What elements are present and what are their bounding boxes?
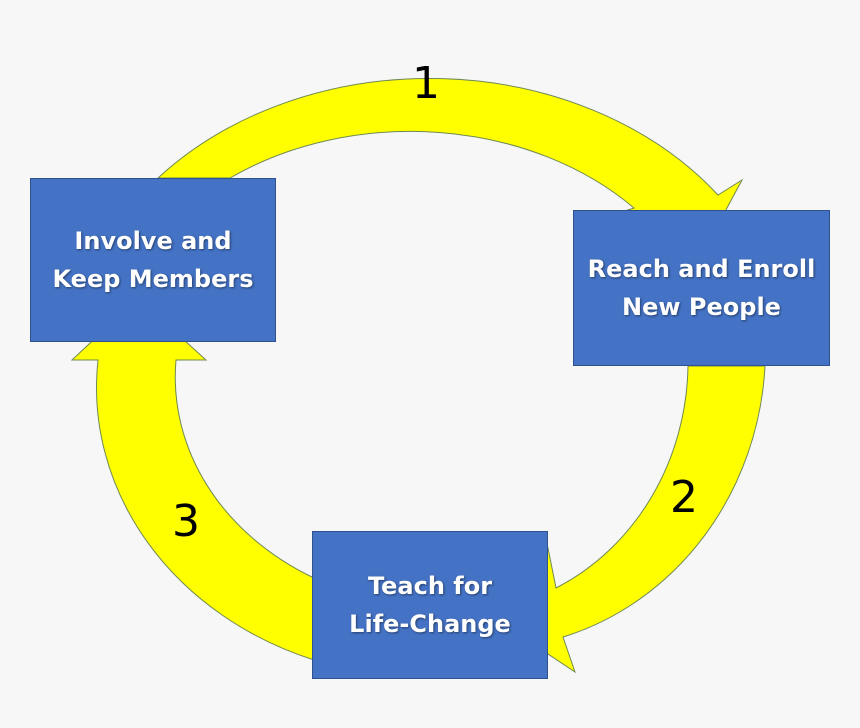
- node-reach-line1: Reach and Enroll: [587, 255, 816, 283]
- node-teach-line1: Teach for: [367, 572, 493, 600]
- arrow-3: [70, 297, 315, 661]
- arrow-2: [499, 365, 766, 674]
- node-teach-life-change: Teach for Life-Change: [312, 531, 548, 679]
- node-reach-line2: New People: [622, 293, 781, 321]
- step-number-2: 2: [670, 472, 698, 523]
- node-teach-line2: Life-Change: [349, 610, 511, 638]
- step-number-3: 3: [172, 496, 200, 547]
- node-involve-keep-members: Involve and Keep Members: [30, 178, 276, 342]
- node-reach-enroll: Reach and Enroll New People: [573, 210, 830, 366]
- node-involve-line2: Keep Members: [52, 265, 254, 293]
- node-involve-line1: Involve and: [74, 227, 232, 255]
- step-number-1: 1: [412, 58, 440, 109]
- arrow-1: [156, 77, 744, 259]
